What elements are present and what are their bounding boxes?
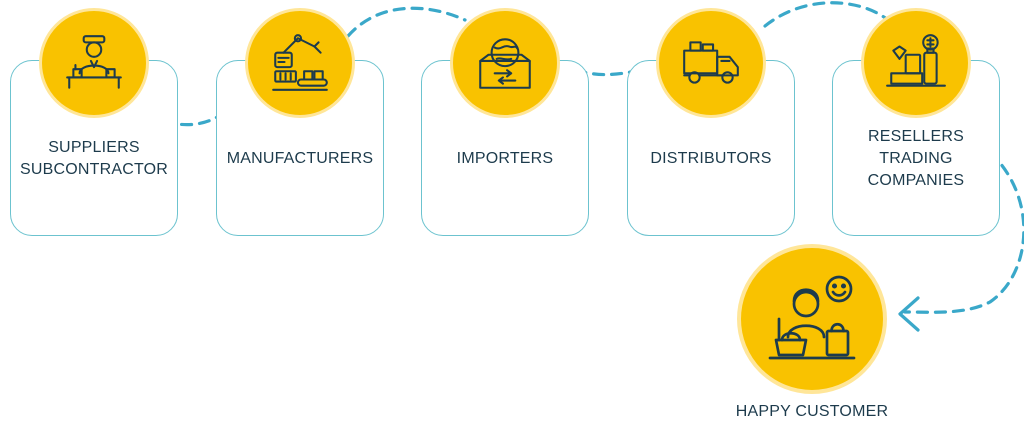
delivery-truck-icon <box>656 8 766 118</box>
customer-label: HAPPY CUSTOMER <box>735 403 889 420</box>
robot-arm-conveyor-icon <box>245 8 355 118</box>
globe-box-icon <box>450 8 560 118</box>
connector-2-3 <box>346 6 467 38</box>
happy-shopper-icon <box>737 244 887 394</box>
stage-label-distributors: DISTRIBUTORS <box>650 150 772 167</box>
stage-label-resellers: RESELLERS TRADING COMPANIES <box>867 128 965 189</box>
arrowhead-icon <box>898 296 920 332</box>
stage-label-importers: IMPORTERS <box>456 150 554 167</box>
retail-products-icon <box>861 8 971 118</box>
worker-assembly-icon <box>39 8 149 118</box>
stage-label-manufacturers: MANUFACTURERS <box>226 150 374 167</box>
stage-label-suppliers: SUPPLIERS SUBCONTRACTOR <box>19 139 169 178</box>
connector-4-5 <box>763 1 890 28</box>
connector-5-customer <box>903 150 1024 314</box>
